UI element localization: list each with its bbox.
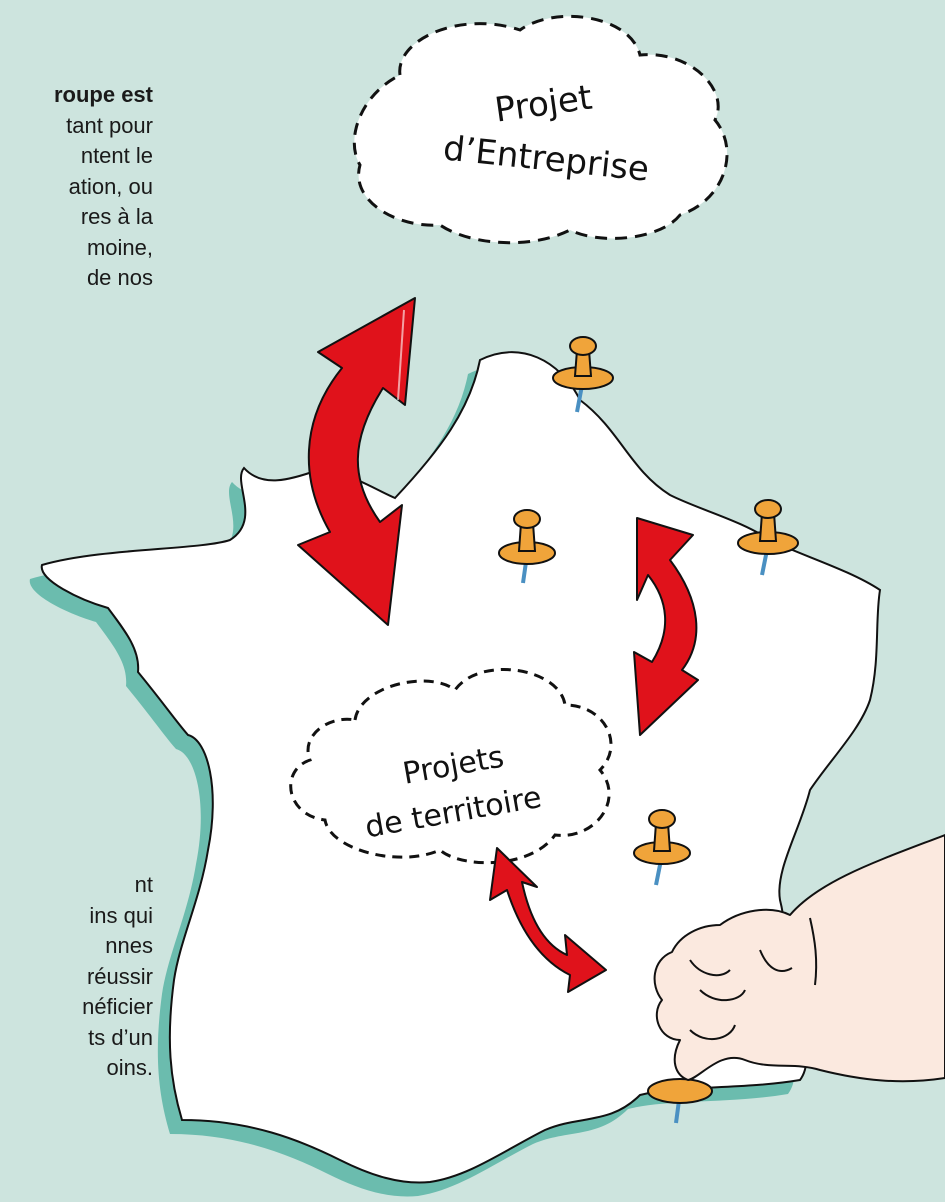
arrow-bottom <box>489 847 607 993</box>
closing-line: nnes <box>105 933 153 958</box>
intro-line: tant pour <box>66 112 153 138</box>
pin-icon <box>647 1078 713 1124</box>
pin-icon <box>737 499 799 576</box>
closing-line: nt <box>134 872 153 897</box>
intro-line: res à la <box>80 204 153 229</box>
arrow-big-left <box>297 297 416 626</box>
intro-line: ation, ou <box>68 173 153 199</box>
arrow-right <box>633 517 699 736</box>
closing-paragraph: nt ins qui nnes réussir néficier ts d’un… <box>82 870 153 1084</box>
closing-line: réussir <box>86 963 153 989</box>
cloud-enterprise: Projet d’Entreprise <box>352 14 729 245</box>
closing-line: ts d’un <box>88 1024 153 1050</box>
pin-icon <box>633 809 691 886</box>
intro-line: moine, <box>86 234 153 260</box>
closing-line: ins qui <box>89 902 153 928</box>
intro-paragraph: roupe est tant pour ntent le ation, ou r… <box>54 80 153 294</box>
intro-line: ntent le <box>80 143 153 168</box>
pin-icon <box>552 336 614 413</box>
closing-line: néficier <box>82 994 153 1019</box>
hand-icon <box>653 834 945 1083</box>
intro-line: de nos <box>86 265 153 290</box>
pin-icon <box>498 509 556 584</box>
cloud-territory: Projets de territoire <box>289 668 613 865</box>
closing-line: oins. <box>106 1055 153 1080</box>
intro-line: roupe est <box>53 82 153 107</box>
